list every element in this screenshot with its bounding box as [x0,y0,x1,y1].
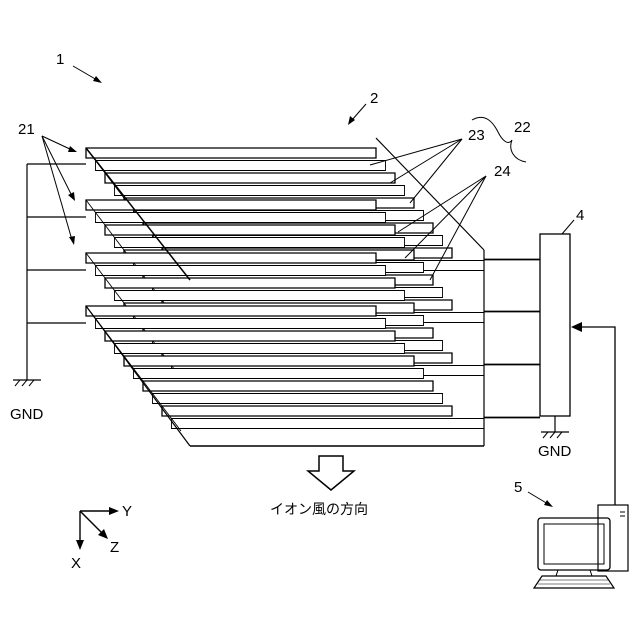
down-arrow-icon [308,456,354,490]
label-electrode-pair: 22 [514,119,531,136]
plate [86,200,376,210]
computer-icon [534,505,628,588]
plate [115,344,405,354]
plate [96,161,386,171]
plate [96,319,386,329]
electrode-stack [86,138,540,446]
label-plate-23: 23 [468,127,485,144]
plate [134,369,424,379]
label-plate-24: 24 [494,163,511,180]
label-ion-wind-direction: イオン風の方向 [270,502,368,518]
label-computer: 5 [514,479,522,496]
plate [162,406,452,416]
plate [143,381,433,391]
left-ground-bus [27,164,86,380]
label-electrode-stack: 2 [370,90,378,107]
plate [105,278,395,288]
label-gnd-left: GND [10,406,44,423]
plate [86,253,376,263]
label-axis-y: Y [122,503,132,520]
label-power-supply: 4 [576,207,584,224]
plate [96,213,386,223]
label-device: 1 [56,51,64,68]
plate [105,173,395,183]
control-line [578,327,615,505]
plate [153,394,443,404]
plate [105,331,395,341]
plate [96,266,386,276]
plate [86,148,376,158]
plate [172,419,485,429]
plate [124,356,414,366]
plate [115,291,405,301]
plate [115,186,405,196]
ground-symbol-icon [541,416,569,438]
ground-symbol-icon [13,380,41,386]
power-supply-box [540,234,570,416]
label-grounded-plates: 21 [18,121,35,138]
control-arrow-icon [571,322,582,332]
label-axis-x: X [71,555,81,572]
label-axis-z: Z [110,539,119,556]
label-gnd-right: GND [538,443,572,460]
plate [86,306,376,316]
